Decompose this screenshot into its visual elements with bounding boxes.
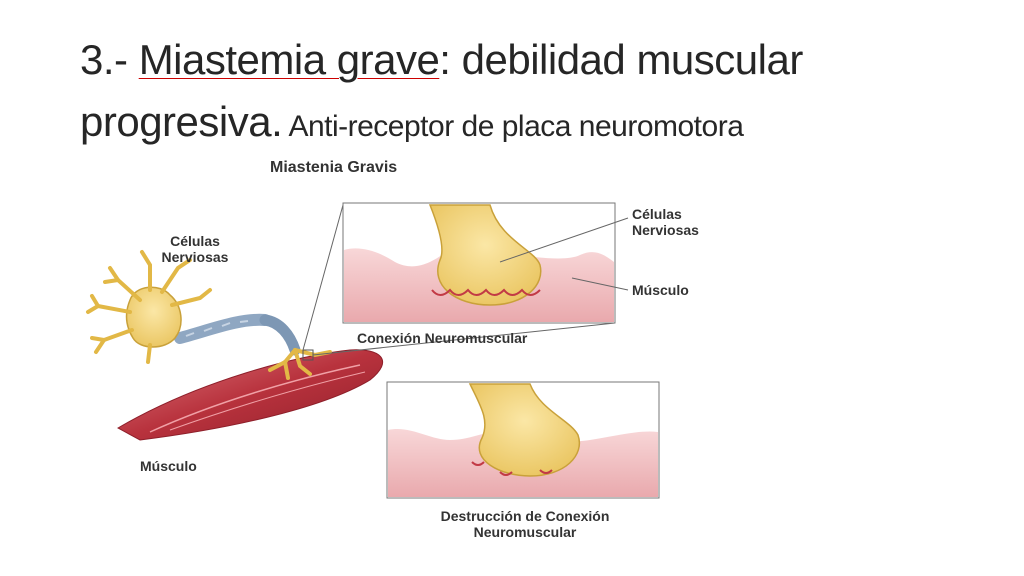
label-destruction-1: Destrucción de Conexión [440,508,610,524]
label-nerve-cells-right: Células Nerviosas [632,206,699,238]
label-destruction: Destrucción de Conexión Neuromuscular [395,508,655,540]
label-nerve-cells-right-2: Nerviosas [632,222,699,238]
muscle-left-shape [116,349,383,441]
title-disease-name: Miastemia grave [138,36,440,83]
title-description: : debilidad muscular [439,36,803,83]
title-description-2: progresiva. [80,98,283,145]
label-connection: Conexión Neuromuscular [357,330,528,346]
label-nerve-cells-right-1: Células [632,206,682,222]
label-nerve-cells-left-1: Células [170,233,220,249]
nerve-cell-body [125,286,182,348]
title-number: 3.- [80,36,139,83]
label-nerve-cells-left: Células Nerviosas [140,233,250,265]
figure-heading: Miastenia Gravis [270,159,398,176]
slide-title: 3.- Miastemia grave: debilidad muscular … [80,34,980,158]
label-muscle-left: Músculo [140,458,197,474]
title-subtitle: Anti-receptor de placa neuromotora [282,110,744,143]
label-destruction-2: Neuromuscular [473,524,577,540]
label-nerve-cells-left-2: Nerviosas [161,249,229,265]
label-muscle-right: Músculo [632,282,689,298]
